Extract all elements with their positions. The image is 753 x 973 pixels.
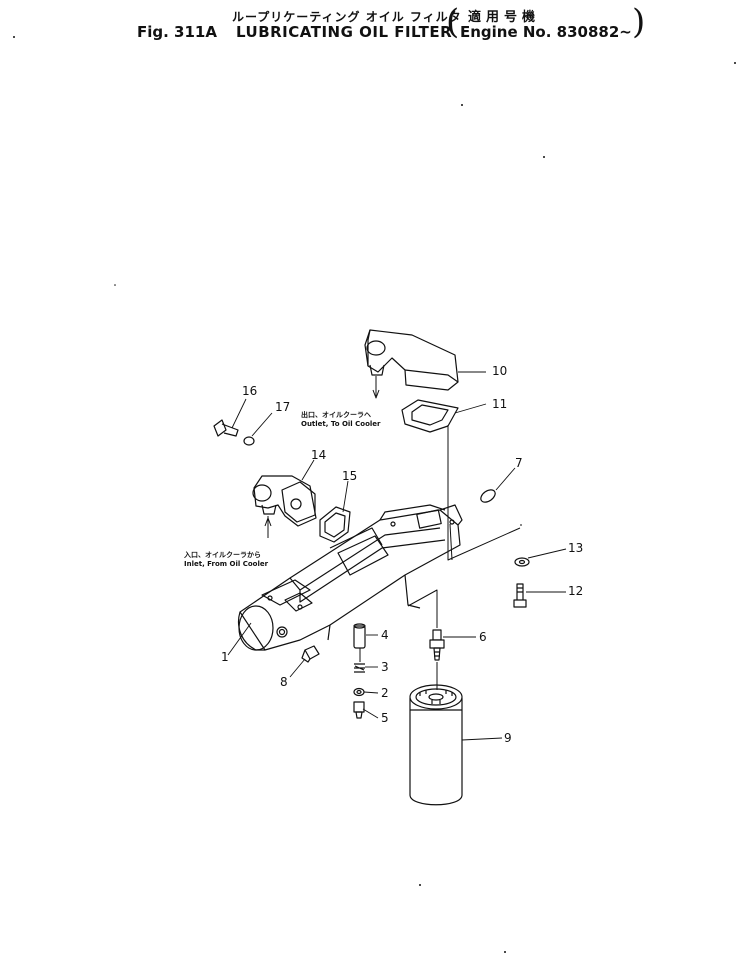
outlet-note-japanese: 出口、オイルクーラヘ [301,411,371,419]
filter-head-body [237,504,463,651]
outlet-note-english: Outlet, To Oil Cooler [301,420,381,428]
washer-13 [514,557,530,567]
callout-16: 16 [242,384,258,398]
paren-open: ( [446,2,460,42]
scan-specks [13,36,736,953]
outlet-elbow [364,329,459,391]
bolt-12 [513,583,527,608]
callout-1: 1 [221,650,229,664]
callout-9: 9 [504,731,512,745]
bolt-16 [213,419,239,437]
inlet-elbow [252,475,317,527]
title-english: LUBRICATING OIL FILTER [236,23,453,41]
callout-2: 2 [381,686,389,700]
figure-number: Fig. 311A [137,23,217,41]
callout-10: 10 [492,364,508,378]
inlet-note: 入口、オイルクーラから Inlet, From Oil Cooler [184,551,268,569]
assembly-lines [264,376,522,690]
o-ring [480,489,496,503]
applicability-japanese: 適用号機 [468,10,541,25]
plug-8 [301,645,320,663]
filter-cartridge [409,684,463,806]
gasket-outlet [401,399,459,433]
callout-7: 7 [515,456,523,470]
inlet-note-japanese: 入口、オイルクーラから [184,551,261,559]
callout-17: 17 [275,400,291,414]
callout-11: 11 [492,397,508,411]
callout-5: 5 [381,711,389,725]
callout-6: 6 [479,630,487,644]
paren-close: ) [632,2,646,42]
callout-12: 12 [568,584,584,598]
callout-15: 15 [342,469,358,483]
callout-3: 3 [381,660,389,674]
callout-13: 13 [568,541,584,555]
outlet-note: 出口、オイルクーラヘ Outlet, To Oil Cooler [301,411,381,429]
center-nipple [429,629,445,661]
inlet-note-english: Inlet, From Oil Cooler [184,560,269,568]
header: ループリケーティング オイル フィルタ Fig. 311A LUBRICATIN… [0,0,753,50]
leader-lines [227,371,567,741]
gasket-inlet [319,506,351,543]
relief-valve-parts [353,623,366,719]
callout-4: 4 [381,628,389,642]
applicability-english: Engine No. 830882~ [460,23,632,41]
callout-14: 14 [311,448,327,462]
washer-17 [243,436,255,446]
title-japanese: ループリケーティング オイル フィルタ [232,10,462,24]
callout-8: 8 [280,675,288,689]
